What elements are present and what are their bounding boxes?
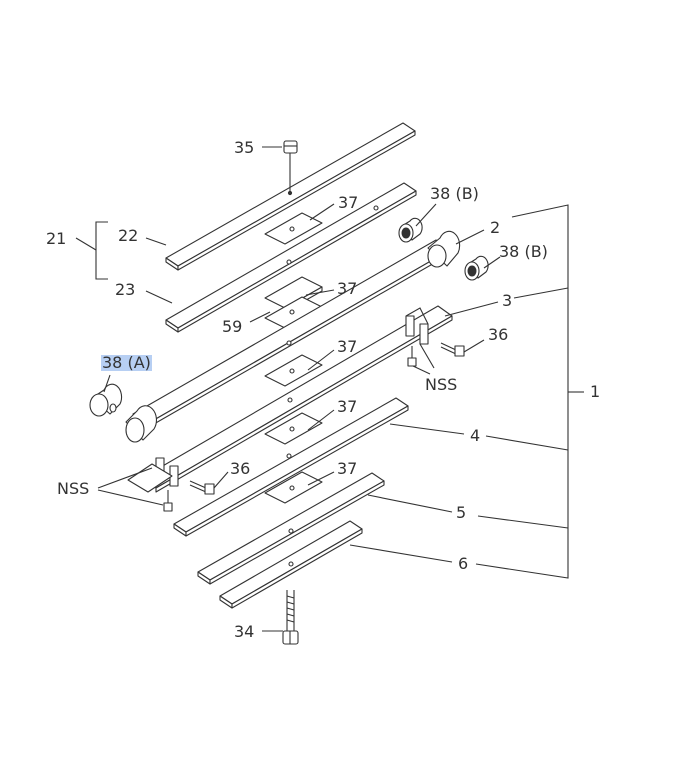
callout-36-a[interactable]: 36	[488, 325, 508, 344]
callout-4[interactable]: 4	[470, 426, 480, 445]
part-23-leaf[interactable]	[165, 182, 417, 333]
part-36-bolt-right[interactable]	[440, 342, 465, 357]
callout-34[interactable]: 34	[234, 622, 254, 641]
part-38a-bushing[interactable]	[89, 383, 123, 417]
callout-38b-top[interactable]: 38 (B)	[430, 184, 479, 203]
selection-highlight	[101, 355, 152, 371]
callout-38a[interactable]: 38 (A)	[102, 353, 151, 372]
callout-35[interactable]: 35	[234, 138, 254, 157]
part-37-pad-d[interactable]	[264, 412, 323, 445]
callout-22[interactable]: 22	[118, 226, 138, 245]
part-5-leaf[interactable]	[197, 472, 385, 585]
callout-37-d[interactable]: 37	[337, 397, 357, 416]
part-35-nut[interactable]	[283, 140, 298, 196]
callout-3[interactable]: 3	[502, 291, 512, 310]
part-36-bolt-left[interactable]	[189, 480, 215, 495]
callout-37-a[interactable]: 37	[338, 193, 358, 212]
bracket-1	[475, 204, 584, 579]
callout-37-c[interactable]: 37	[337, 337, 357, 356]
callout-59[interactable]: 59	[222, 317, 242, 336]
callout-37-e[interactable]: 37	[337, 459, 357, 478]
part-2-main-leaf[interactable]	[125, 230, 461, 443]
callout-nss-right[interactable]: NSS	[425, 375, 457, 394]
callout-2[interactable]: 2	[490, 218, 500, 237]
callout-37-b[interactable]: 37	[337, 279, 357, 298]
callout-23[interactable]: 23	[115, 280, 135, 299]
callout-21[interactable]: 21	[46, 229, 66, 248]
leader-lines	[97, 146, 501, 632]
part-34-center-bolt[interactable]	[282, 590, 299, 645]
callout-labels: 35 37 38 (B) 21 22 2 38 (B) 23 37 3 59 3…	[46, 138, 600, 641]
part-37-pad-e[interactable]	[264, 471, 323, 504]
part-3-leaf[interactable]	[141, 305, 453, 493]
callout-6[interactable]: 6	[458, 554, 468, 573]
part-37-pad-c[interactable]	[264, 354, 323, 387]
part-6-leaf[interactable]	[219, 520, 363, 609]
callout-nss-left[interactable]: NSS	[57, 479, 89, 498]
clip-right[interactable]	[405, 307, 429, 367]
part-37-pad-a[interactable]	[264, 212, 323, 245]
part-38b-bushing-mid[interactable]	[464, 255, 489, 281]
part-38b-bushing-top[interactable]	[398, 217, 423, 243]
callout-36-b[interactable]: 36	[230, 459, 250, 478]
clip-left[interactable]	[127, 457, 179, 512]
part-4-leaf[interactable]	[173, 397, 409, 537]
bracket-21	[75, 221, 108, 280]
callout-38b-mid[interactable]: 38 (B)	[499, 242, 548, 261]
callout-5[interactable]: 5	[456, 503, 466, 522]
callout-1[interactable]: 1	[590, 382, 600, 401]
